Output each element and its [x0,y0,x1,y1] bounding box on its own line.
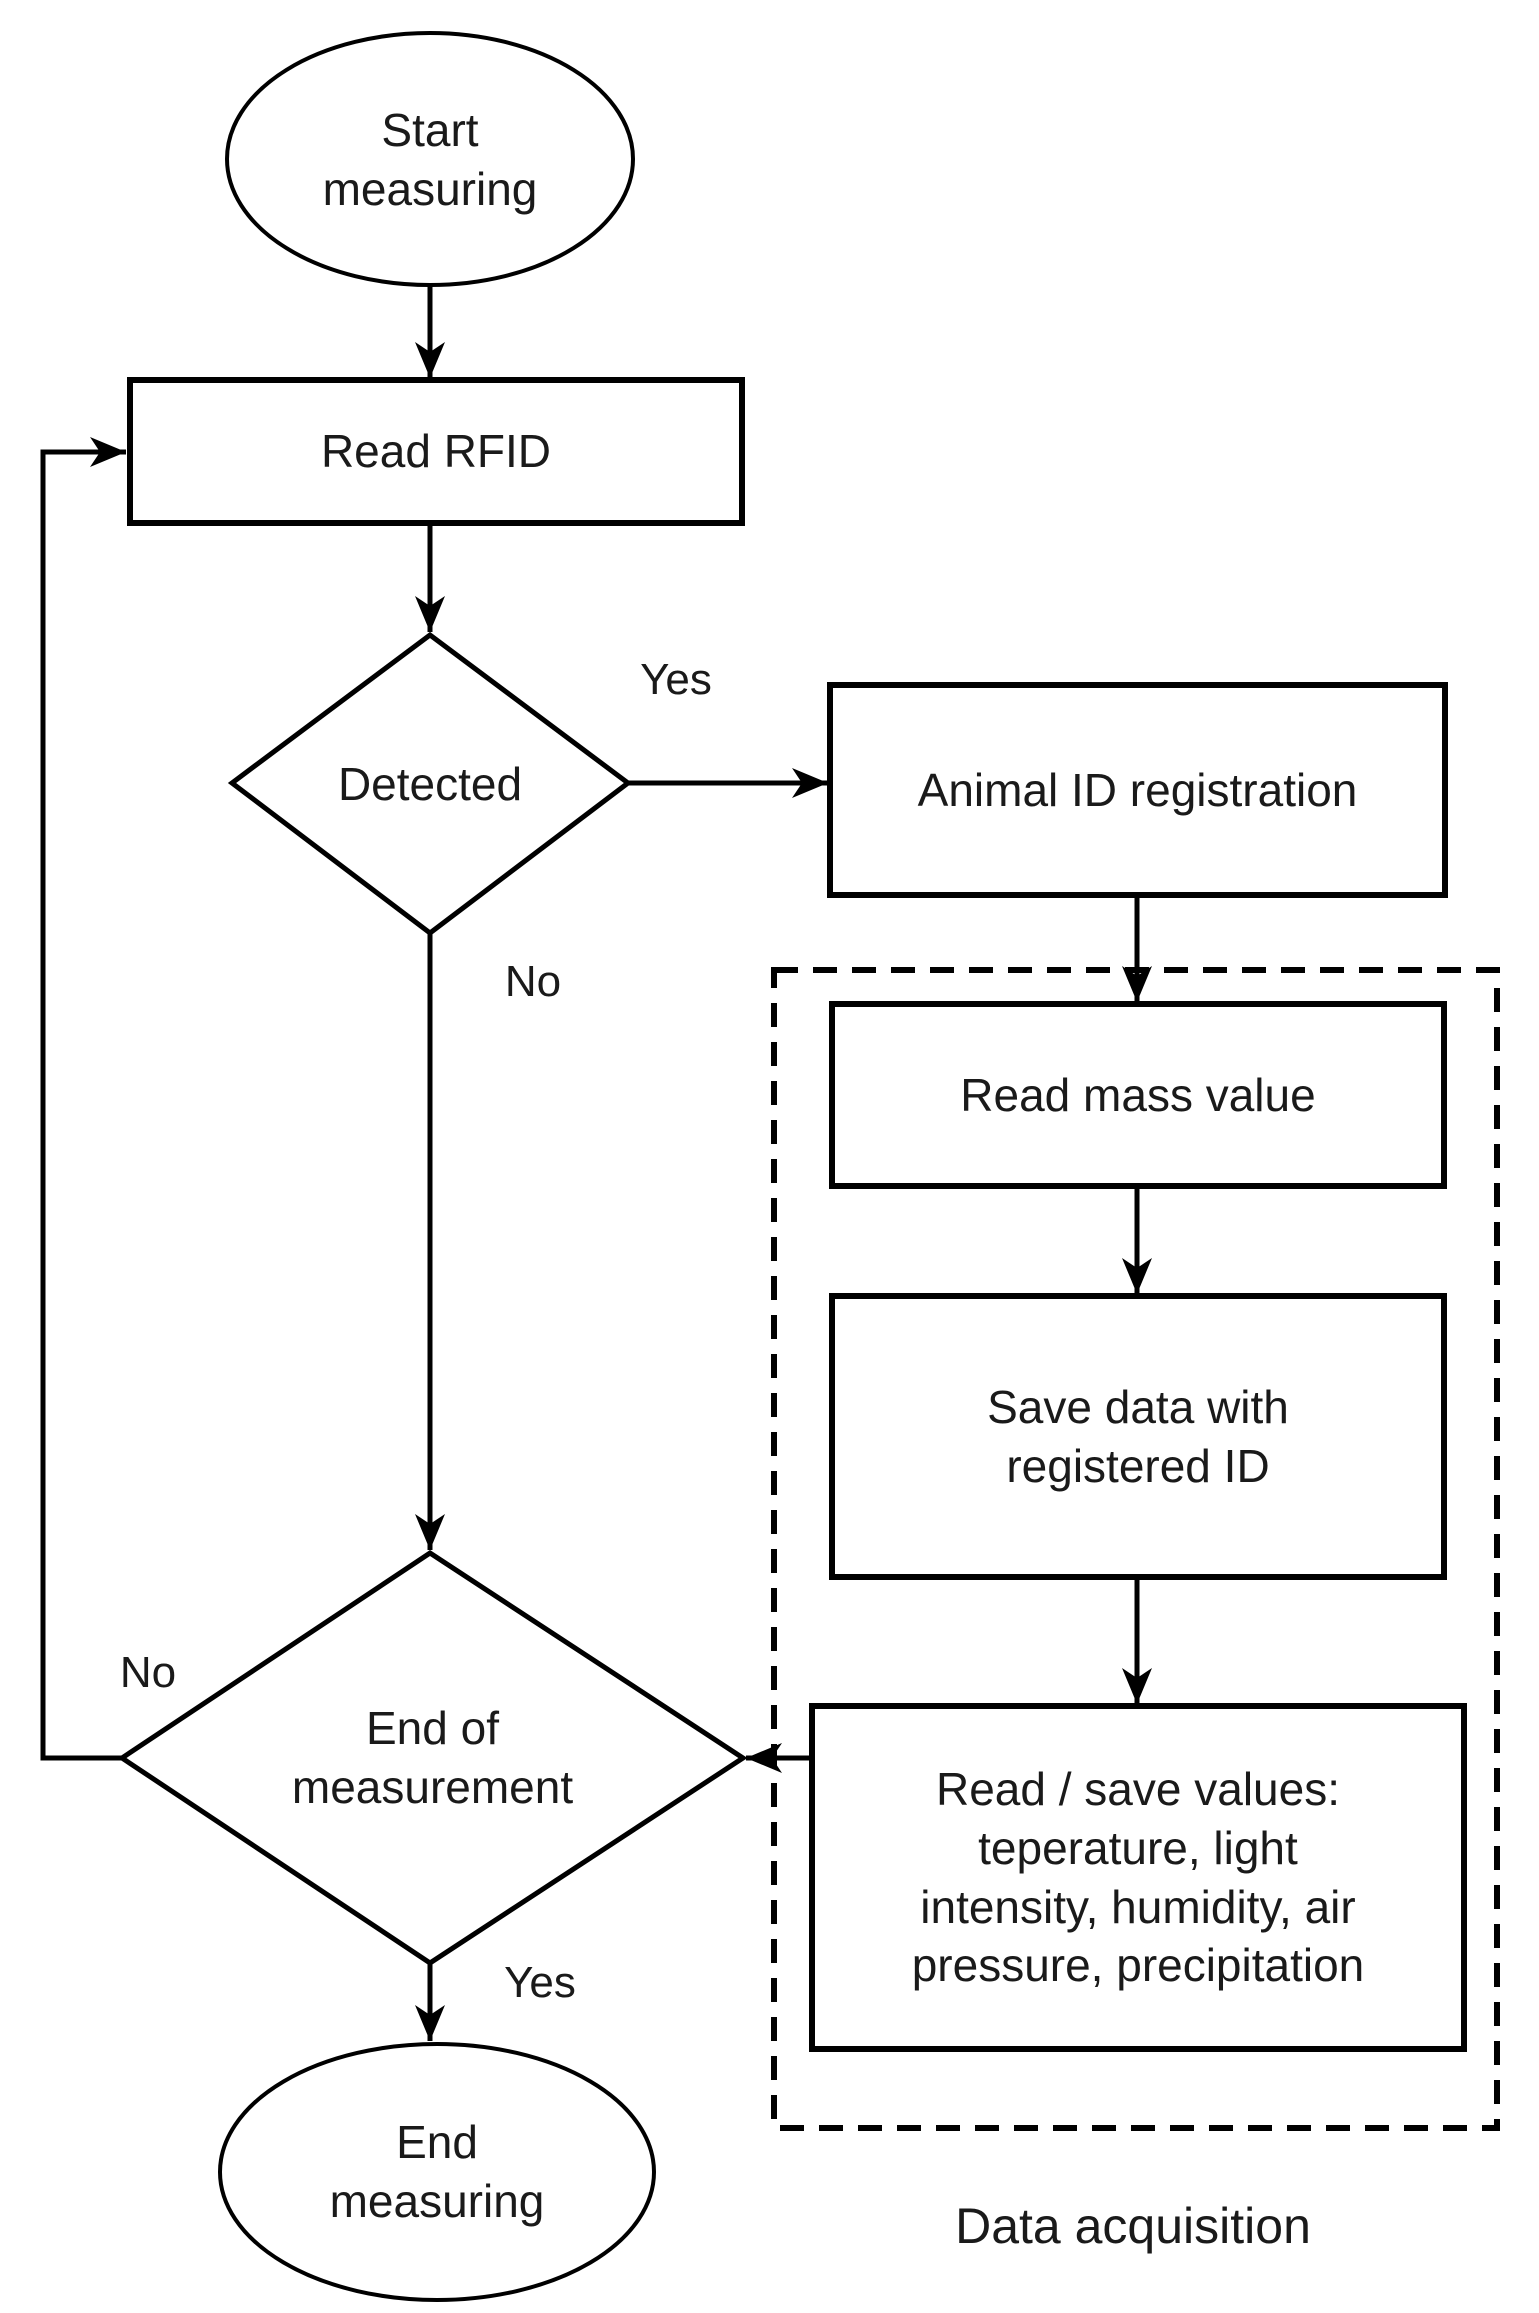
start-node-label: Start measuring [322,103,538,215]
start-terminator-shape [225,31,635,287]
detected-yes-edge-label: Yes [640,655,712,704]
read-save-values-process-shape [809,1703,1467,2052]
end-of-measurement-node-label: End of measurement [291,1702,574,1813]
end-node-label: End measuring [329,2116,545,2227]
read-rfid-node-label: Read RFID [320,425,552,478]
read-mass-node-label: Read mass value [960,1068,1316,1121]
arrow-end-of-measurement-no-loop-to-read-rfid [40,437,126,1761]
data-acquisition-group-label: Data acquisition [955,2198,1311,2254]
read-rfid-process-shape [127,377,745,526]
detected-node-label: Detected [337,757,523,810]
end-of-measurement-no-edge-label: No [119,1648,177,1697]
end-of-measurement-yes-edge-label: Yes [504,1958,576,2007]
save-data-process-shape [829,1293,1447,1580]
animal-id-process-shape [827,682,1448,898]
end-terminator-shape [218,2042,656,2302]
animal-id-node-label: Animal ID registration [917,763,1358,816]
read-save-values-node-label: Read / save values: teperature, light in… [911,1762,1365,1992]
save-data-node-label: Save data with registered ID [987,1380,1289,1492]
detected-no-edge-label: No [504,957,562,1006]
read-mass-process-shape [829,1001,1447,1189]
